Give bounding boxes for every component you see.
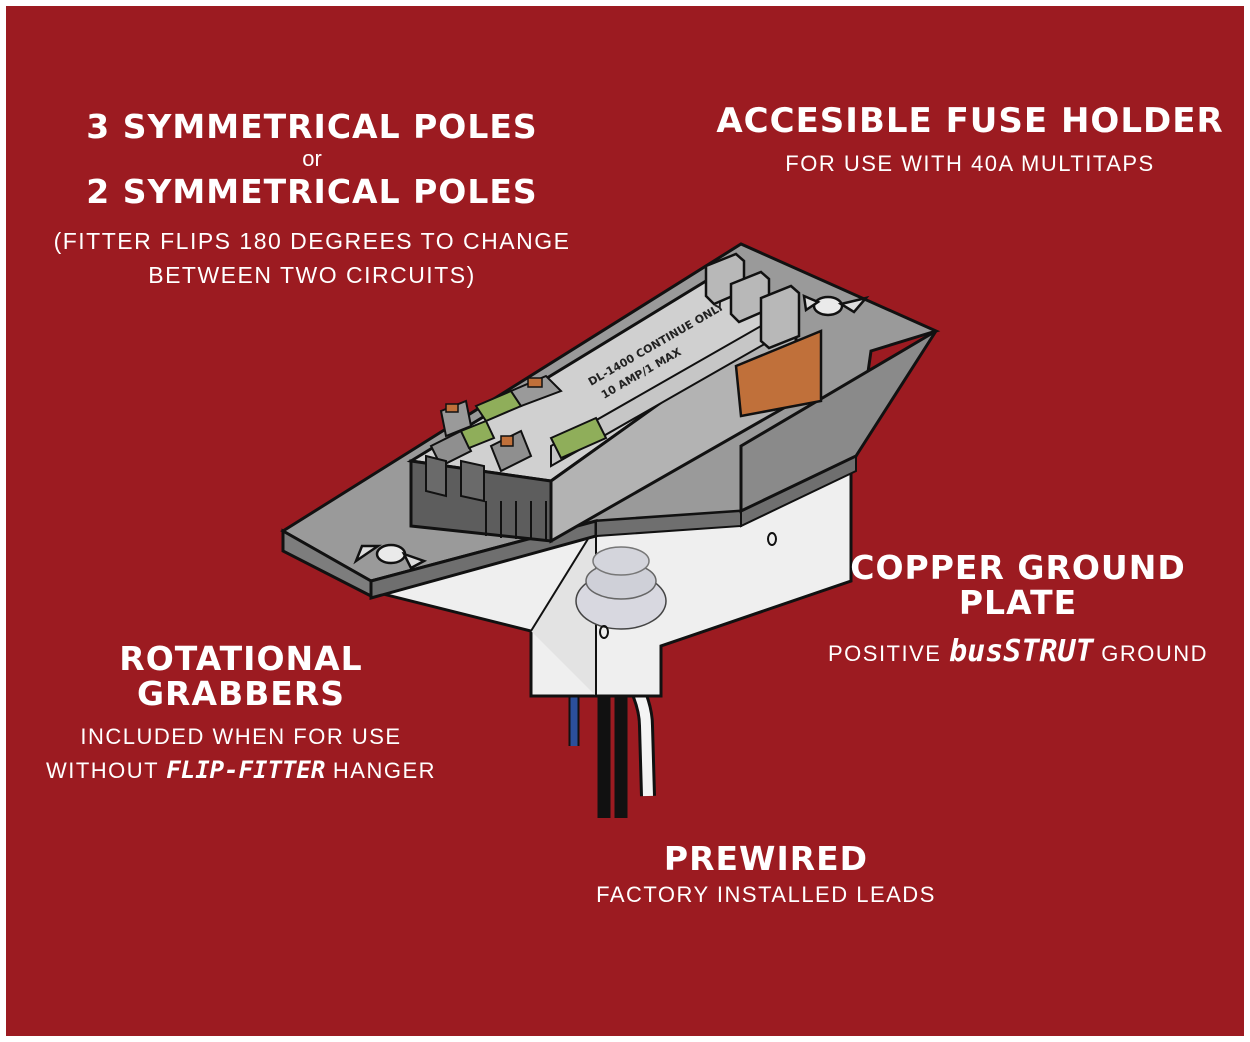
background-panel: DL-1400 CONTINUE ONLY 10 AMP/1 MAX 3 SYM…: [6, 6, 1244, 1036]
poles-title-line1: 3 SYMMETRICAL POLES: [86, 107, 538, 146]
grabbers-subtitle-pre: WITHOUT: [45, 758, 159, 783]
grabbers-subtitle-line2: WITHOUT FLIP-FITTER HANGER: [26, 756, 456, 784]
ground-title-line2: PLATE: [958, 583, 1078, 622]
poles-note-line1: (FITTER FLIPS 180 DEGREES TO CHANGE: [53, 228, 571, 254]
prewired-subtitle: FACTORY INSTALLED LEADS: [596, 882, 936, 907]
ground-subtitle-post: GROUND: [1101, 641, 1208, 666]
fuse-holder-subtitle: FOR USE WITH 40A MULTITAPS: [785, 151, 1155, 176]
ground-subtitle-pre: POSITIVE: [827, 641, 942, 666]
prewired-title: PREWIRED: [663, 839, 869, 878]
ground-subtitle: POSITIVE busSTRUT GROUND: [796, 634, 1240, 669]
rotational-grabber-left: [353, 543, 428, 570]
fitter-product-illustration: DL-1400 CONTINUE ONLY 10 AMP/1 MAX: [280, 242, 941, 818]
copper-ground-plate: [734, 329, 823, 418]
poles-or: or: [302, 146, 322, 171]
busstrut-brand: busSTRUT: [949, 634, 1094, 669]
fuse-holder-title: ACCESIBLE FUSE HOLDER: [716, 101, 1224, 141]
rotational-grabber-right: [802, 293, 870, 317]
fuse-holder: DL-1400 CONTINUE ONLY 10 AMP/1 MAX: [406, 252, 823, 544]
poles-title-line2: 2 SYMMETRICAL POLES: [86, 172, 538, 211]
flip-fitter-brand: FLIP-FITTER: [166, 756, 326, 784]
grabbers-subtitle-post: HANGER: [332, 758, 437, 783]
ground-title-line1: COPPER GROUND: [850, 548, 1186, 587]
grabbers-title-line2: GRABBERS: [136, 674, 346, 713]
grabbers-title-line1: ROTATIONAL: [119, 639, 363, 678]
poles-note-line2: BETWEEN TWO CIRCUITS): [148, 262, 476, 288]
grabbers-subtitle-line1: INCLUDED WHEN FOR USE: [80, 724, 402, 749]
